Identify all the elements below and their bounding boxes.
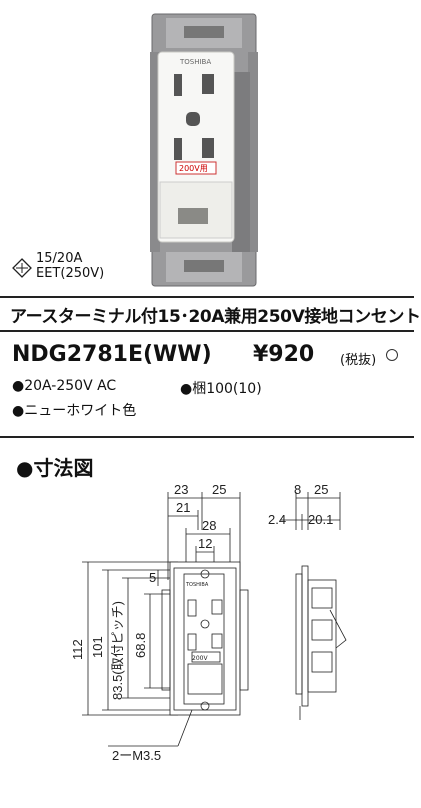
dimension-labels: 23 25 21 28 12 5 112 101 83.5(取付ピッチ) 68.… [70, 482, 333, 763]
pse-diamond-icon [12, 258, 32, 278]
dimension-drawing: 23 25 21 28 12 5 112 101 83.5(取付ピッチ) 68.… [70, 482, 347, 763]
price: ¥920 [253, 342, 315, 367]
dim-5: 5 [149, 570, 156, 585]
drawing-brand: TOSHIBA [185, 582, 209, 588]
section-title: ●寸法図 [16, 456, 94, 480]
dim-side-20-1: 20.1 [308, 512, 333, 527]
dim-83-5-pitch: 83.5(取付ピッチ) [110, 601, 125, 700]
tax-note: (税抜) [340, 353, 377, 368]
dim-21: 21 [176, 500, 190, 515]
model-number: NDG2781E(WW) [12, 342, 212, 367]
certification-mark: 15/20A EET(250V) [12, 252, 142, 284]
dim-side-25: 25 [314, 482, 328, 497]
dim-25-front: 25 [212, 482, 226, 497]
drawing-200v: 200V [192, 655, 208, 662]
screw-spec: 2ーM3.5 [112, 748, 161, 763]
cert-code: EET(250V) [36, 266, 105, 281]
dim-side-2-4: 2.4 [268, 512, 286, 527]
divider-top [0, 296, 414, 298]
spec-pack: ●梱100(10) [180, 381, 262, 397]
dim-112: 112 [70, 639, 85, 660]
dim-28: 28 [202, 518, 216, 533]
divider-mid [0, 330, 414, 332]
product-title: アースターミナル付15･20A兼用250V接地コンセント [10, 307, 421, 327]
dim-68-8: 68.8 [133, 633, 148, 658]
dim-12: 12 [198, 536, 212, 551]
cert-rating: 15/20A [36, 251, 83, 266]
dim-101: 101 [90, 636, 105, 658]
product-photo: TOSHIBA 200V用 [150, 13, 258, 287]
dim-23: 23 [174, 482, 188, 497]
divider-bottom [0, 436, 414, 438]
status-circle-icon [386, 349, 398, 361]
spec-rating: ●20A-250V AC [12, 378, 117, 394]
photo-brand: TOSHIBA [179, 58, 211, 66]
spec-color: ●ニューホワイト色 [12, 403, 137, 419]
photo-200v-label: 200V用 [179, 164, 208, 173]
dim-side-8: 8 [294, 482, 301, 497]
